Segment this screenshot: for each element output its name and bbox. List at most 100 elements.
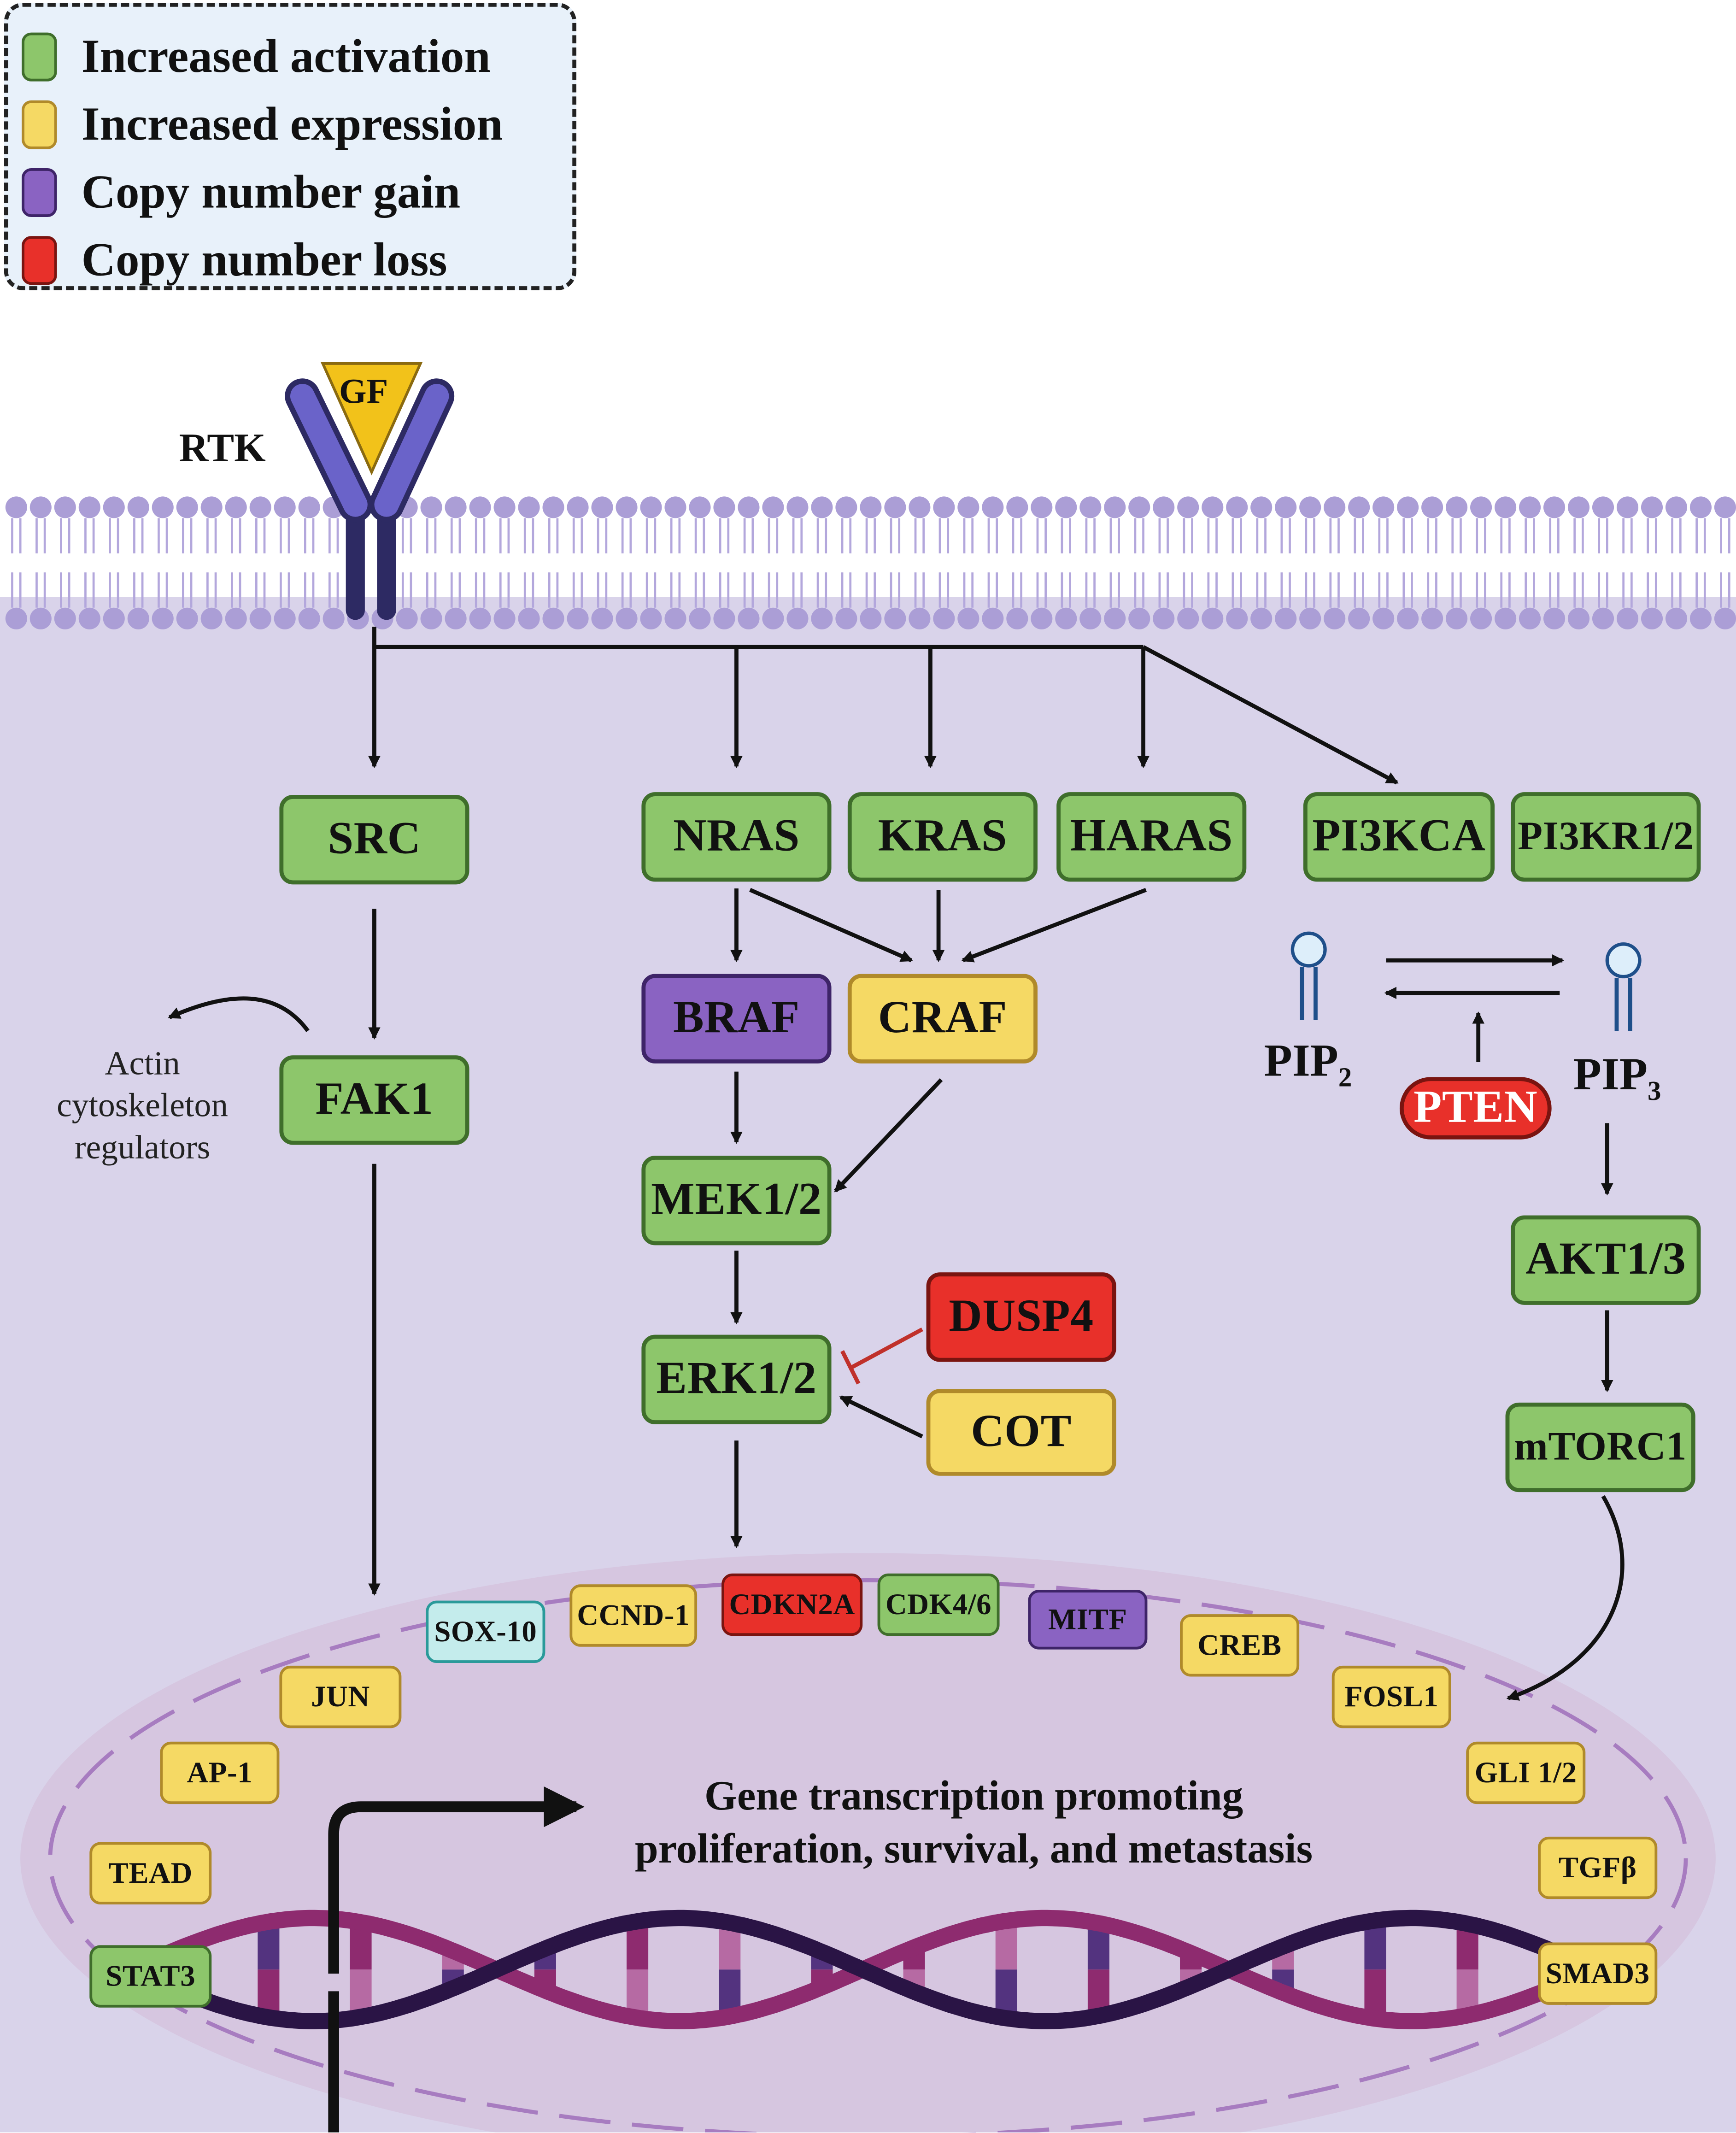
phospholipid-head — [152, 607, 174, 629]
phospholipid-head — [1665, 607, 1688, 629]
phospholipid-tail — [450, 572, 461, 608]
phospholipid-tail — [841, 518, 852, 554]
phospholipid-tail — [1549, 572, 1560, 608]
phospholipid-tail — [694, 572, 705, 608]
phospholipid-tail — [1305, 518, 1315, 554]
pip2-lipid — [1290, 931, 1327, 1020]
phospholipid-tail — [60, 518, 70, 554]
phospholipid-head — [689, 607, 711, 629]
phospholipid-head — [1641, 607, 1663, 629]
phospholipid-tail — [1671, 518, 1682, 554]
phospholipid-tail — [1305, 572, 1315, 608]
phospholipid-head — [225, 607, 247, 629]
phospholipid-tail — [1329, 518, 1340, 554]
phospholipid-tail — [621, 518, 632, 554]
actin-note-line: cytoskeleton — [57, 1087, 229, 1125]
phospholipid-tail — [1525, 572, 1535, 608]
phospholipid-tail — [231, 572, 241, 608]
caption-line: proliferation, survival, and metastasis — [635, 1824, 1313, 1872]
factor-creb: CREB — [1180, 1614, 1300, 1677]
phospholipid-head — [54, 607, 76, 629]
phospholipid-tail — [426, 572, 437, 608]
legend-item-copy-gain: Copy number gain — [22, 165, 460, 220]
caption-line: Gene transcription promoting — [704, 1771, 1243, 1819]
legend-item-copy-loss: Copy number loss — [22, 233, 447, 288]
phospholipid-head — [127, 607, 149, 629]
phospholipid-head — [616, 496, 638, 518]
phospholipid-tail — [645, 518, 657, 554]
phospholipid-head — [909, 496, 931, 518]
phospholipid-head — [811, 607, 833, 629]
phospholipid-tail — [1207, 572, 1218, 608]
phospholipid-head — [664, 607, 686, 629]
pip3-lipid — [1605, 942, 1642, 1031]
phospholipid-tail — [1671, 572, 1682, 608]
factor-mitf: MITF — [1028, 1590, 1148, 1650]
phospholipid-head — [323, 607, 345, 629]
node-src: SRC — [279, 795, 469, 885]
phospholipid-head — [1495, 496, 1517, 518]
legend-swatch-green — [22, 32, 57, 82]
phospholipid-head — [78, 496, 100, 518]
node-pten: PTEN — [1399, 1077, 1552, 1140]
phospholipid-head — [5, 607, 27, 629]
phospholipid-tail — [255, 518, 266, 554]
phospholipid-head — [249, 607, 271, 629]
phospholipid-head — [835, 496, 857, 518]
phospholipid-head — [1714, 496, 1736, 518]
phospholipid-tail — [1720, 518, 1730, 554]
phospholipid-head — [1324, 607, 1346, 629]
phospholipid-tail — [182, 518, 193, 554]
phospholipid-tail — [1085, 518, 1096, 554]
phospholipid-head — [1031, 607, 1053, 629]
phospholipid-head — [1470, 607, 1492, 629]
phospholipid-tail — [548, 518, 559, 554]
phospholipid-head — [396, 607, 418, 629]
phospholipid-head — [1153, 496, 1175, 518]
factor-smad3: SMAD3 — [1538, 1942, 1658, 2005]
phospholipid-head — [591, 607, 613, 629]
phospholipid-head — [1079, 607, 1102, 629]
phospholipid-head — [176, 607, 198, 629]
phospholipid-tail — [35, 518, 46, 554]
phospholipid-tail — [1207, 518, 1218, 554]
phospholipid-tail — [280, 572, 290, 608]
phospholipid-head — [1202, 496, 1224, 518]
phospholipid-head — [811, 496, 833, 518]
phospholipid-head — [1299, 496, 1321, 518]
phospholipid-head — [103, 496, 125, 518]
phospholipid-tail — [1012, 518, 1022, 554]
phospholipid-tail — [1036, 518, 1047, 554]
node-craf: CRAF — [847, 974, 1038, 1064]
phospholipid-head — [1299, 607, 1321, 629]
phospholipid-head — [29, 607, 52, 629]
phospholipid-tail — [621, 572, 632, 608]
phospholipid-tail — [670, 518, 681, 554]
phospholipid-head — [1324, 496, 1346, 518]
legend-swatch-red — [22, 236, 57, 285]
phospholipid-tail — [645, 572, 657, 608]
phospholipid-head — [274, 496, 296, 518]
phospholipid-tail — [1109, 572, 1120, 608]
phospholipid-tail — [450, 518, 461, 554]
phospholipid-head — [860, 607, 882, 629]
actin-note-line: regulators — [74, 1130, 211, 1167]
phospholipid-tail — [1280, 518, 1291, 554]
phospholipid-head — [1079, 496, 1102, 518]
phospholipid-head — [1592, 496, 1614, 518]
phospholipid-head — [176, 496, 198, 518]
node-dusp4: DUSP4 — [926, 1272, 1116, 1362]
phospholipid-tail — [475, 518, 486, 554]
phospholipid-tail — [1647, 572, 1657, 608]
legend-label: Increased expression — [81, 97, 503, 151]
phospholipid-tail — [1232, 572, 1242, 608]
phospholipid-head — [982, 496, 1004, 518]
factor-jun: JUN — [279, 1665, 402, 1728]
phospholipid-tail — [84, 518, 95, 554]
actin-note: Actin cytoskeleton regulators — [27, 1043, 258, 1169]
phospholipid-head — [689, 496, 711, 518]
phospholipid-tail — [1085, 572, 1096, 608]
phospholipid-tail — [865, 518, 876, 554]
phospholipid-tail — [1036, 572, 1047, 608]
phospholipid-head — [29, 496, 52, 518]
